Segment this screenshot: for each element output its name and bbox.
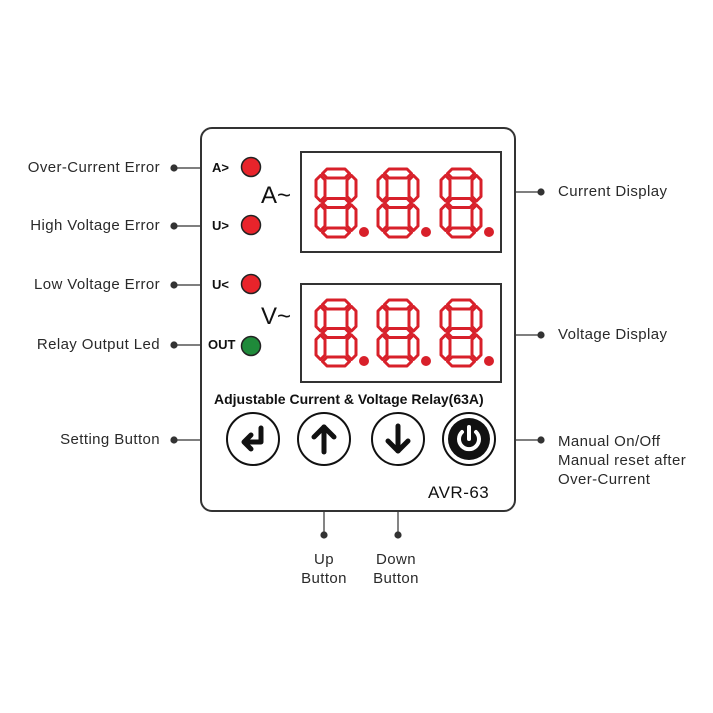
model-number: AVR-63 (428, 483, 490, 502)
setting-button[interactable] (226, 412, 280, 466)
relay-output-led (240, 335, 262, 357)
segment-f (314, 305, 327, 333)
segment-e (314, 203, 327, 232)
decimal-point-1 (359, 356, 369, 366)
segment-f (376, 174, 389, 203)
segment-c (470, 333, 483, 361)
down-button[interactable] (371, 412, 425, 466)
segment-b (345, 174, 358, 203)
down-label-line1: Down (376, 551, 416, 568)
segment-g (446, 197, 476, 209)
decimal-point-2 (421, 227, 431, 237)
arrow-down-icon (385, 423, 411, 454)
up-button[interactable] (297, 412, 351, 466)
segment-a (321, 167, 351, 180)
down-button-label: Down Button (356, 550, 436, 588)
segment-d (446, 355, 476, 368)
down-label-line2: Button (373, 570, 419, 587)
segment-a (383, 167, 413, 180)
over-current-error-label: Over-Current Error (27, 159, 160, 176)
manual-button-label: Manual On/Off Manual reset after Over-Cu… (558, 432, 686, 489)
decimal-point-3 (484, 227, 494, 237)
segment-c (407, 203, 420, 232)
up-label-line1: Up (314, 551, 334, 568)
arrow-up-icon (311, 424, 337, 455)
manual-label-line1: Manual On/Off (558, 433, 661, 450)
up-label-line2: Button (301, 570, 347, 587)
up-button-label: Up Button (284, 550, 364, 588)
decimal-point-3 (484, 356, 494, 366)
segment-a (383, 298, 413, 311)
manual-label-line3: Over-Current (558, 471, 651, 488)
decimal-point-1 (359, 227, 369, 237)
low-voltage-error-label: Low Voltage Error (33, 276, 160, 293)
voltage-display-label: Voltage Display (558, 326, 668, 343)
segment-a (446, 167, 476, 180)
segment-g (321, 327, 351, 339)
segment-d (383, 355, 413, 368)
segment-a (446, 298, 476, 311)
segment-g (446, 327, 476, 339)
segment-b (407, 305, 420, 333)
segment-a (321, 298, 351, 311)
segment-c (345, 333, 358, 361)
enter-arrow-icon (241, 425, 264, 452)
segment-b (470, 305, 483, 333)
led-out-label: OUT (208, 337, 236, 352)
segment-f (439, 174, 452, 203)
voltage-display (300, 283, 502, 383)
manual-label-line2: Manual reset after (558, 452, 687, 469)
led-a-label: A> (212, 160, 229, 175)
current-seven-segment-digits (314, 167, 494, 239)
segment-e (314, 333, 327, 361)
segment-c (345, 203, 358, 232)
segment-b (470, 174, 483, 203)
segment-e (439, 203, 452, 232)
segment-e (376, 333, 389, 361)
voltage-unit-label: V~ (261, 303, 292, 330)
high-voltage-error-label: High Voltage Error (30, 217, 160, 234)
device-title: Adjustable Current & Voltage Relay(63A) (214, 391, 484, 407)
relay-output-led-label: Relay Output Led (36, 336, 160, 353)
segment-g (383, 327, 413, 339)
power-button[interactable] (442, 412, 496, 466)
decimal-point-2 (421, 356, 431, 366)
setting-button-label: Setting Button (60, 431, 160, 448)
current-display (300, 151, 502, 253)
segment-d (321, 355, 351, 368)
segment-c (470, 203, 483, 232)
segment-e (376, 203, 389, 232)
current-display-label: Current Display (558, 183, 668, 200)
segment-b (407, 174, 420, 203)
segment-d (321, 226, 351, 239)
segment-b (345, 305, 358, 333)
segment-f (439, 305, 452, 333)
segment-f (314, 174, 327, 203)
segment-d (446, 226, 476, 239)
over-current-led (240, 156, 262, 178)
voltage-seven-segment-digits (314, 298, 494, 368)
segment-d (383, 226, 413, 239)
segment-c (407, 333, 420, 361)
segment-g (321, 197, 351, 209)
low-voltage-led (240, 273, 262, 295)
led-u-high-label: U> (212, 218, 229, 233)
segment-g (383, 197, 413, 209)
power-icon (448, 418, 490, 460)
segment-f (376, 305, 389, 333)
led-u-low-label: U< (212, 277, 229, 292)
high-voltage-led (240, 214, 262, 236)
current-unit-label: A~ (261, 182, 292, 209)
segment-e (439, 333, 452, 361)
